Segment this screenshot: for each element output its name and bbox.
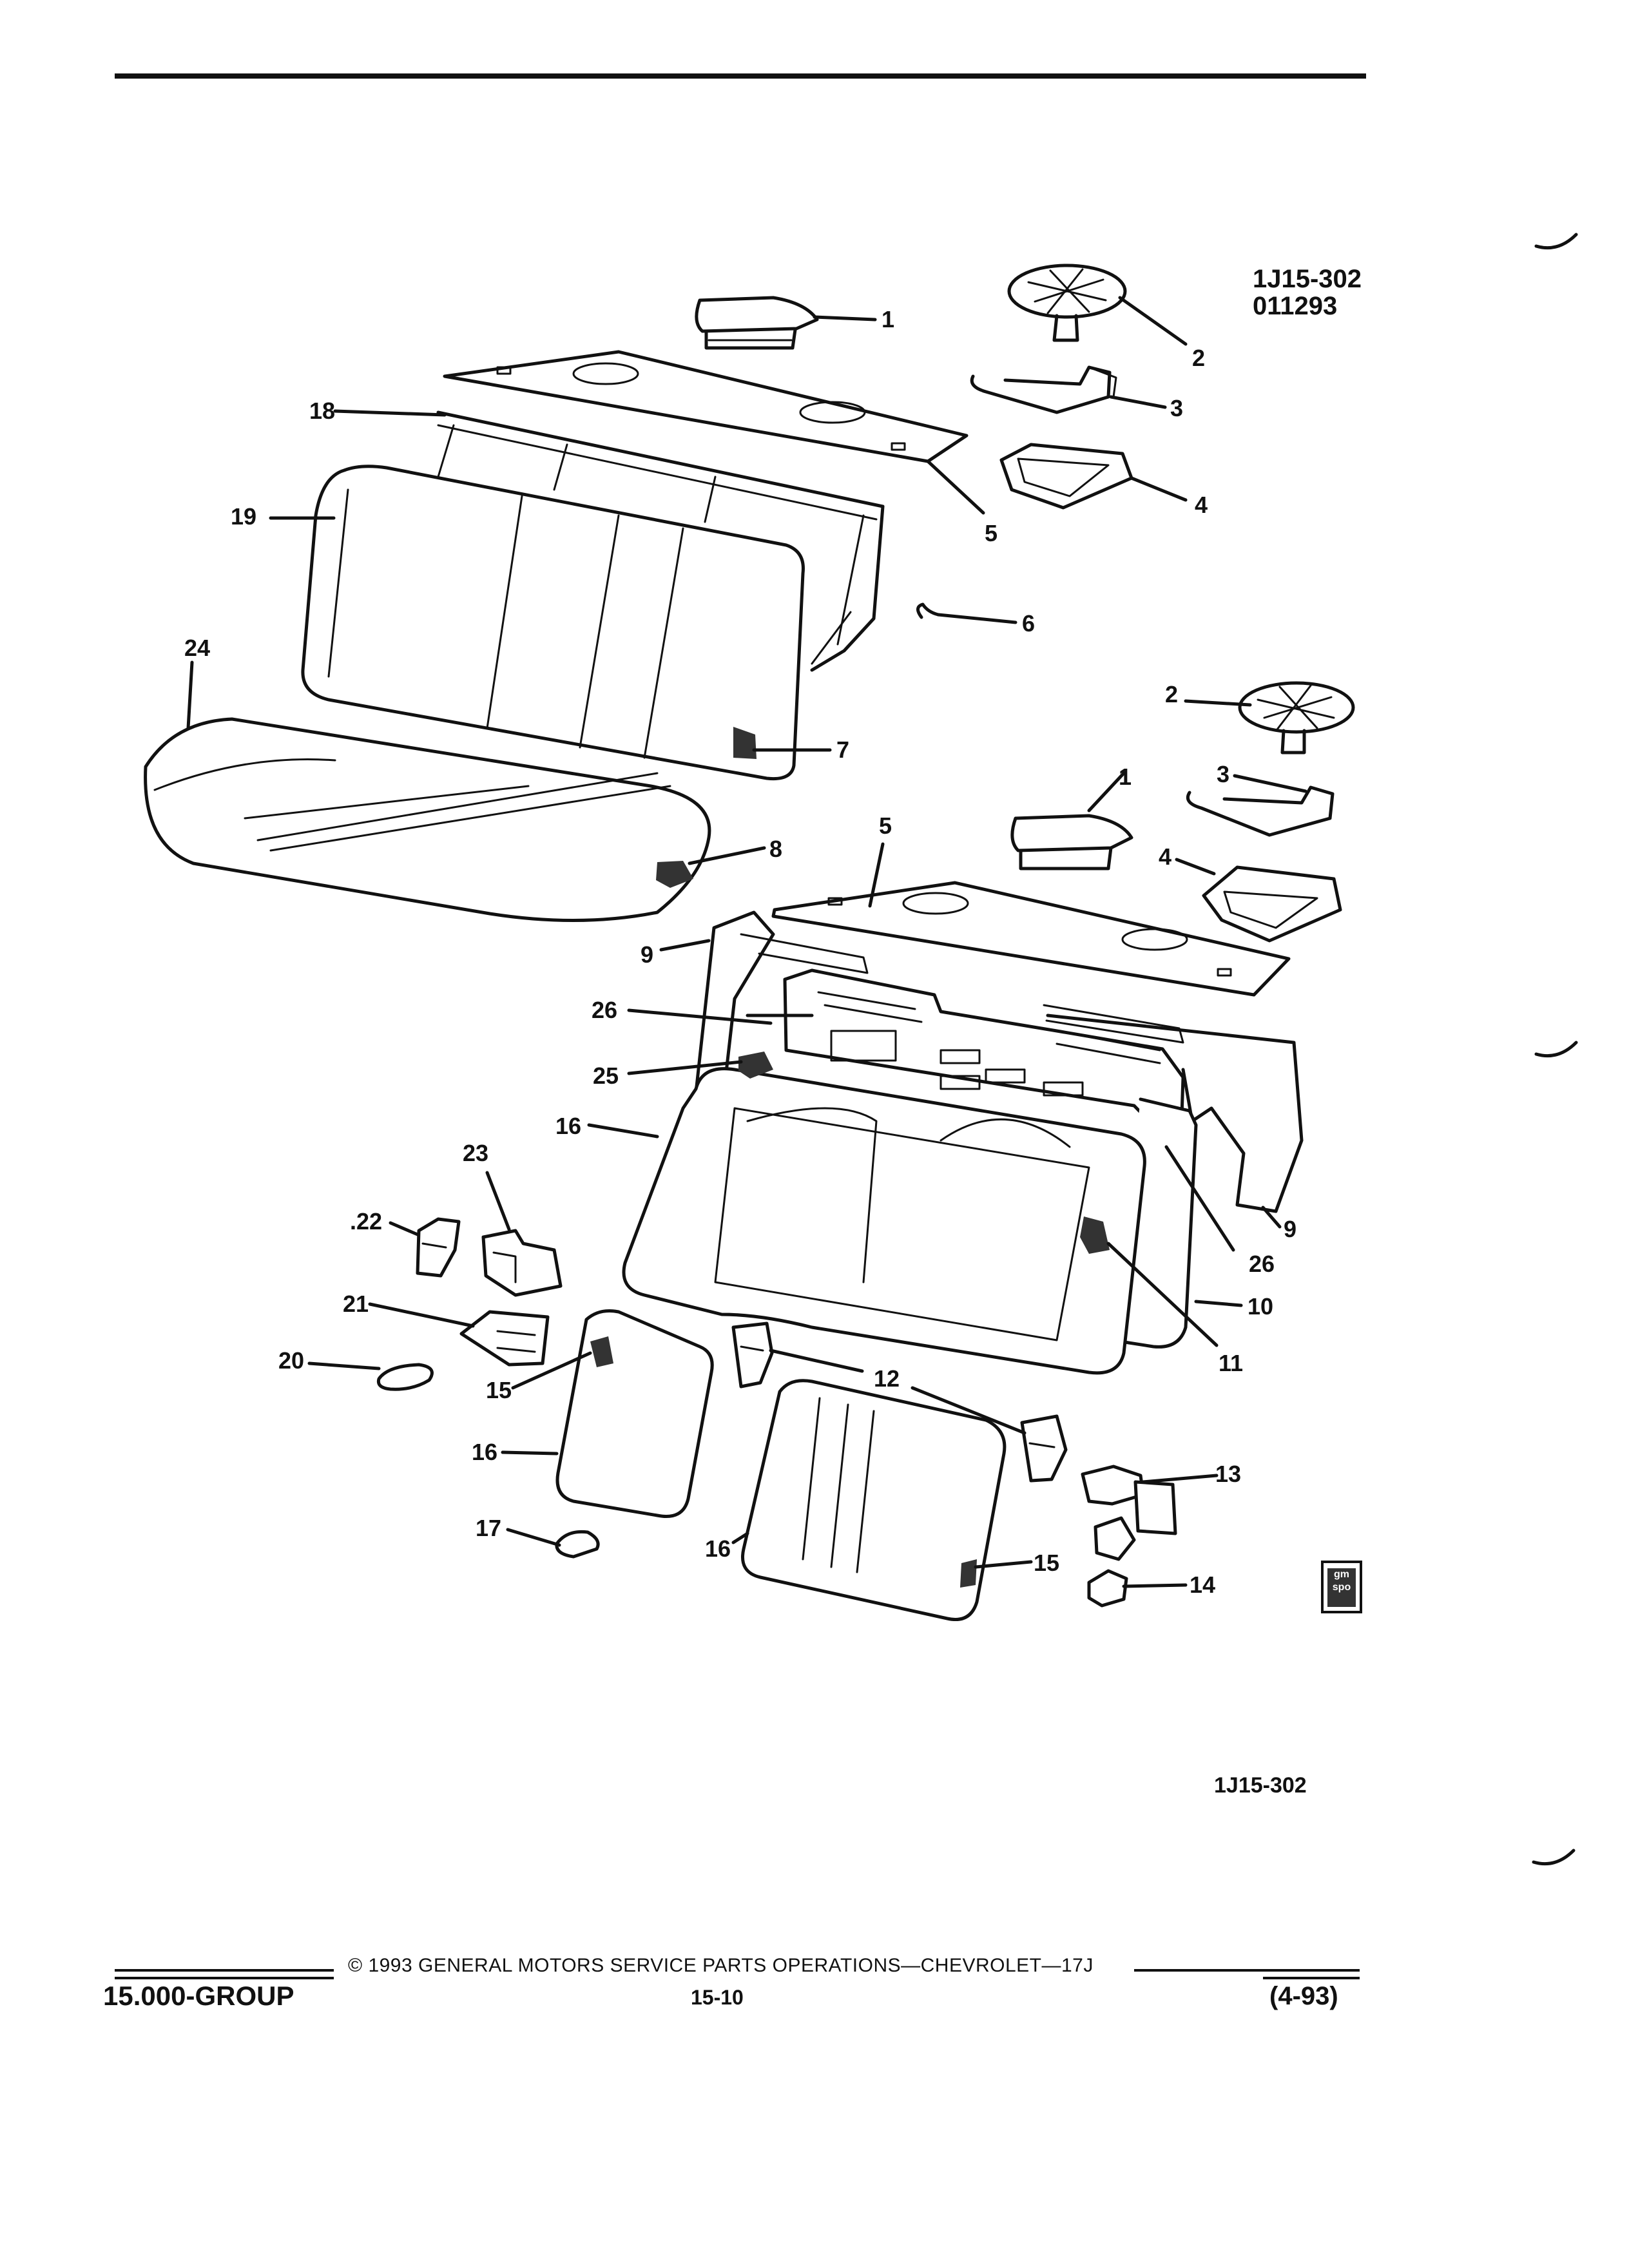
- part-16-small-seat-back: [555, 1309, 714, 1518]
- part-2-upper-speaker: [1007, 264, 1127, 342]
- part-16-large-seat-back: [741, 1379, 1007, 1621]
- footer-copyright: © 1993 GENERAL MOTORS SERVICE PARTS OPER…: [348, 1955, 1094, 1976]
- part-16-seat-back: [622, 1067, 1146, 1375]
- part-20-strap: [376, 1363, 434, 1391]
- margin-mark-2: [1534, 1041, 1578, 1058]
- footer-rule-bottom-right: [1263, 1977, 1360, 1979]
- callout-5-lower: 5: [878, 812, 892, 839]
- callout-13: 13: [1215, 1461, 1242, 1487]
- margin-mark-3: [1532, 1849, 1576, 1866]
- part-5-lower-shelf: [771, 881, 1291, 997]
- callout-16-large: 16: [704, 1535, 731, 1562]
- part-4-upper-speaker-housing: [999, 443, 1133, 510]
- part-1-lower-speaker-cover: [1010, 814, 1133, 870]
- callout-2-upper: 2: [1191, 345, 1206, 371]
- footer-rule-left: [115, 1969, 334, 1972]
- part-8-pad: [656, 861, 693, 888]
- part-7-pad: [733, 727, 757, 759]
- part-11-pad: [1080, 1216, 1110, 1254]
- part-18-seat-back-frame: [436, 410, 885, 672]
- callout-7: 7: [836, 736, 850, 763]
- callout-16-main: 16: [555, 1113, 582, 1139]
- callout-5-upper: 5: [984, 520, 998, 546]
- callout-9-left: 9: [640, 941, 654, 968]
- part-25-pad: [738, 1052, 773, 1079]
- part-22-latch: [416, 1217, 461, 1278]
- footer-group: 15.000-GROUP: [103, 1981, 294, 2011]
- callout-26-upper: 26: [591, 997, 618, 1023]
- part-17-cap: [555, 1530, 600, 1559]
- callout-11: 11: [1218, 1350, 1244, 1376]
- callout-15-left: 15: [485, 1377, 512, 1403]
- callout-9-right: 9: [1283, 1216, 1297, 1242]
- callout-24: 24: [184, 635, 211, 661]
- part-15-pad-right: [960, 1559, 977, 1588]
- callout-17: 17: [475, 1515, 502, 1541]
- callout-4-upper: 4: [1194, 492, 1208, 518]
- part-4-lower-speaker-housing: [1202, 865, 1342, 943]
- part-19-seat-back: [301, 465, 805, 781]
- gm-spo-logo-text: gm spo: [1327, 1568, 1356, 1607]
- callout-23: 23: [462, 1140, 489, 1166]
- part-2-lower-speaker: [1238, 681, 1355, 754]
- callout-2-lower: 2: [1164, 681, 1179, 707]
- part-23-hinge: [481, 1229, 563, 1297]
- top-rule: [115, 73, 1366, 79]
- part-5-upper-shelf: [443, 350, 969, 463]
- figure-code-bottom: 1J15-302: [1214, 1773, 1307, 1798]
- callout-8: 8: [769, 836, 783, 862]
- callout-12: 12: [873, 1365, 900, 1392]
- footer-rule-bottom-left: [115, 1977, 334, 1979]
- part-21-bracket: [459, 1310, 550, 1367]
- callout-15-right: 15: [1033, 1550, 1060, 1576]
- part-12-latch-right: [1020, 1414, 1068, 1483]
- gm-spo-logo: gm spo: [1321, 1561, 1362, 1613]
- callout-6: 6: [1021, 610, 1036, 637]
- footer-rule-right: [1134, 1969, 1360, 1972]
- part-3-upper-bracket: [970, 365, 1117, 414]
- callout-10: 10: [1247, 1293, 1274, 1320]
- callout-18: 18: [309, 398, 336, 424]
- figure-date-code: 011293: [1253, 292, 1338, 320]
- part-26-seat-back-frame: [783, 968, 1185, 1155]
- part-12-latch-left: [731, 1321, 774, 1389]
- part-3-lower-bracket: [1186, 785, 1335, 837]
- part-14-bracket: [1087, 1569, 1128, 1608]
- part-15-pad-left: [590, 1336, 613, 1367]
- callout-4-lower: 4: [1158, 843, 1172, 870]
- part-13-hinge: [1081, 1465, 1177, 1561]
- part-6-clip: [916, 602, 940, 619]
- leader-lines: [186, 296, 1307, 1588]
- part-24-seat-cushion: [144, 717, 711, 923]
- callout-3-upper: 3: [1170, 395, 1184, 421]
- figure-code-top: 1J15-302: [1253, 265, 1362, 293]
- callout-26-lower: 26: [1248, 1251, 1275, 1277]
- margin-mark-1: [1534, 233, 1578, 250]
- callout-19: 19: [230, 503, 257, 530]
- callout-21: 21: [342, 1291, 369, 1317]
- callout-3-lower: 3: [1216, 761, 1230, 787]
- footer-page-number: 15-10: [691, 1986, 744, 2009]
- callout-14: 14: [1189, 1571, 1216, 1598]
- callout-20: 20: [278, 1347, 305, 1374]
- callout-25: 25: [592, 1062, 619, 1089]
- footer-revision: (4-93): [1269, 1982, 1338, 2010]
- callout-1-lower: 1: [1118, 764, 1132, 790]
- callout-16-small: 16: [471, 1439, 498, 1465]
- callout-22: .22: [349, 1208, 383, 1235]
- part-1-upper-speaker-cover: [695, 296, 819, 350]
- callout-1-upper: 1: [881, 306, 895, 332]
- part-9-right-panel: [1043, 1004, 1304, 1213]
